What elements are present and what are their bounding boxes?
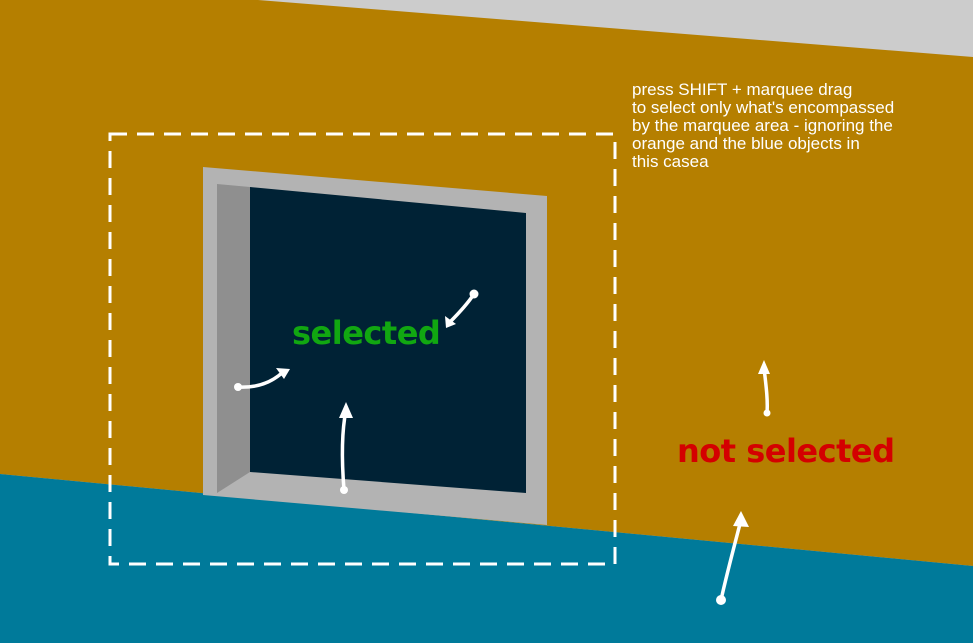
marquee-selection-box[interactable] — [108, 132, 617, 566]
window-frame-object[interactable] — [203, 167, 547, 525]
instruction-line: by the marquee area - ignoring the — [632, 116, 893, 135]
instruction-line: orange and the blue objects in — [632, 134, 860, 153]
window-frame-left-shadow — [217, 184, 250, 493]
window-pane — [250, 187, 526, 493]
arrowhead-up-to-orange-wall — [758, 360, 770, 374]
instruction-line: press SHIFT + marquee drag — [632, 80, 853, 99]
not-selected-label: not selected — [677, 432, 895, 470]
arrowhead-top-right-to-pane — [445, 316, 456, 328]
arrow-tail-dot — [716, 595, 726, 605]
arrow-tail-dot — [234, 383, 242, 391]
instruction-text: press SHIFT + marquee drag to select onl… — [632, 81, 967, 171]
arrowhead-bottom-to-frame — [339, 402, 353, 418]
arrowhead-left-to-frame — [276, 368, 290, 379]
arrowhead-bottom-to-blue-floor — [733, 511, 749, 527]
selected-label: selected — [292, 314, 441, 352]
arrow-left-to-frame — [236, 370, 285, 389]
arrow-tail-dot — [340, 486, 348, 494]
blue-floor-object[interactable] — [0, 474, 973, 643]
arrow-bottom-to-blue-floor — [719, 518, 743, 602]
instruction-line: this casea — [632, 152, 709, 171]
arrow-tail-dot — [469, 289, 479, 299]
instruction-line: to select only what's encompassed — [632, 98, 895, 117]
arrow-tail-dot — [763, 409, 771, 417]
